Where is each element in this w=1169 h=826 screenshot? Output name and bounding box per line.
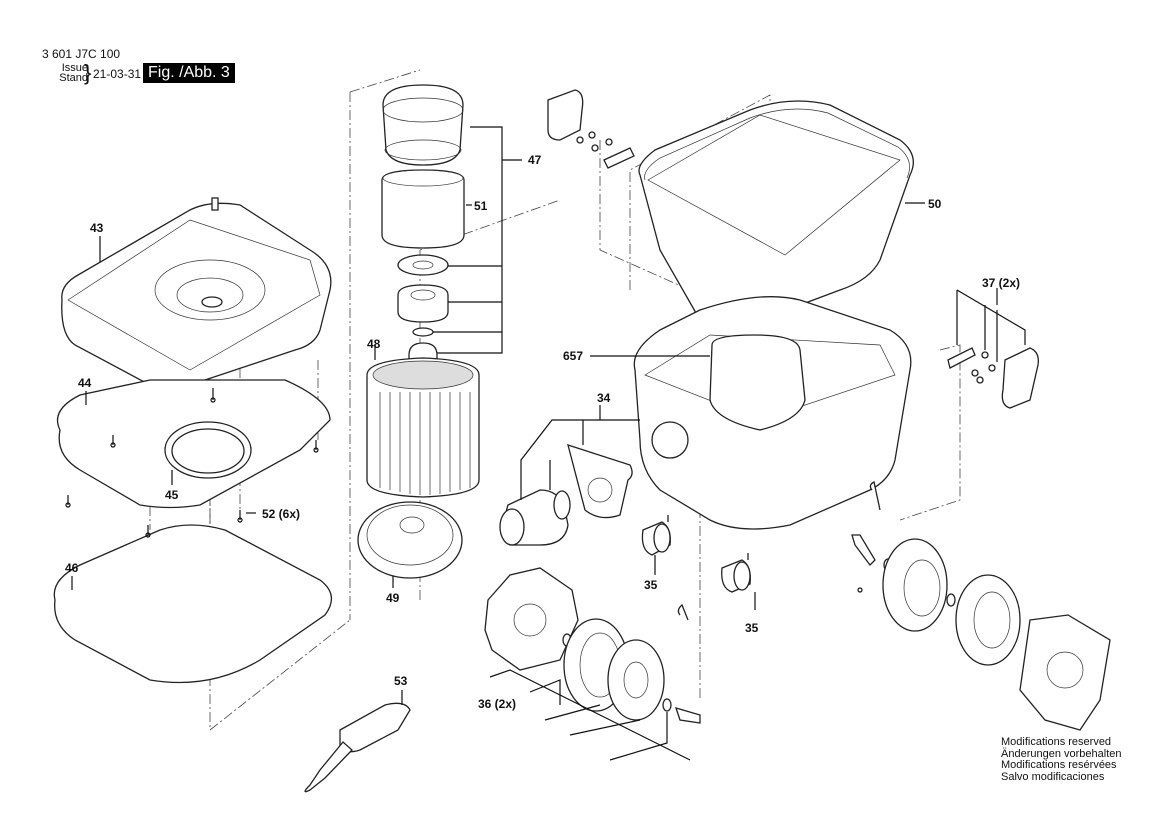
modifications-en: Modifications reserved [1001, 736, 1112, 748]
label-44: 44 [78, 376, 92, 390]
part-36-wheel-set-left [484, 567, 701, 724]
label-52: 52 (6x) [262, 507, 301, 521]
part-45-ring-seal [164, 421, 252, 479]
leader-lines [71, 126, 1026, 761]
main-container [633, 296, 912, 530]
issue-label: Issue [61, 62, 88, 74]
label-46: 46 [65, 561, 79, 575]
part-51-foam-filter [381, 169, 465, 249]
spacer [397, 284, 449, 323]
label-51: 51 [474, 199, 488, 213]
part-35-castor-b [721, 553, 751, 593]
part-37-latch-set [947, 347, 1039, 409]
label-45: 45 [165, 488, 179, 502]
figure-label: Fig. /Abb. 3 [143, 63, 235, 83]
part-50-container-insert [638, 100, 914, 329]
label-50: 50 [928, 197, 942, 211]
part-48-cartridge-filter [366, 357, 480, 498]
part-49-filter-base [357, 501, 463, 579]
part-43-housing-lid [61, 197, 332, 390]
document-code: 3 601 J7C 100 [42, 47, 121, 61]
label-657: 657 [563, 349, 584, 363]
stand-label: Stand [59, 72, 88, 84]
issue-date: 21-03-31 [93, 67, 142, 81]
modifications-de: Änderungen vorbehalten [1001, 747, 1122, 760]
part-657-filter-bag [709, 334, 806, 431]
issue-stand-label: Issue Stand [42, 62, 88, 84]
label-49: 49 [386, 591, 400, 605]
part-53-tool-holder [304, 702, 411, 793]
part-35-castor-a [641, 515, 671, 556]
wheel-set-right [851, 481, 1111, 731]
brace-glyph: } [84, 60, 92, 85]
part-47-filter-assembly [381, 84, 465, 363]
part-34-hose-connector [499, 444, 633, 546]
label-35-b: 35 [745, 621, 759, 635]
inlet-port [651, 421, 689, 459]
label-47: 47 [528, 153, 542, 167]
filter-cap [408, 342, 438, 363]
latch-parts-top [547, 89, 635, 169]
label-48: 48 [367, 337, 381, 351]
washer-small [412, 327, 434, 337]
label-53: 53 [394, 674, 408, 688]
label-35-a: 35 [644, 578, 658, 592]
label-37: 37 (2x) [982, 276, 1021, 290]
label-34: 34 [597, 391, 611, 405]
modifications-es: Salvo modificaciones [1001, 770, 1105, 783]
label-36: 36 (2x) [478, 697, 517, 711]
modifications-fr: Modifications resérvées [1001, 759, 1117, 771]
label-43: 43 [90, 221, 104, 235]
part-46-lower-gasket [53, 524, 332, 684]
washer-large [397, 254, 449, 276]
part-52-screws [65, 388, 319, 538]
modifications-notice: Modifications reserved Änderungen vorbeh… [1001, 736, 1122, 783]
